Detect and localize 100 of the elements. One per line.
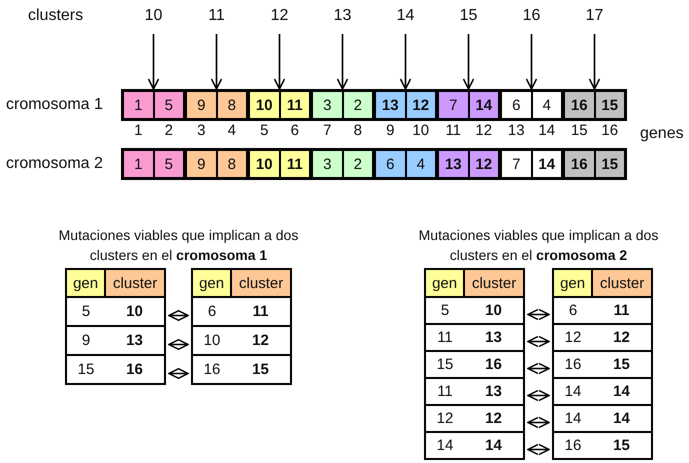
column-header: gen <box>67 270 106 296</box>
gene-cell: 4 <box>406 151 435 177</box>
cluster-value: 12 <box>251 331 270 351</box>
gene-value: 11 <box>436 382 454 402</box>
gene-cell: 3 <box>313 151 342 177</box>
cluster-value: 10 <box>484 301 503 321</box>
chromosome-label: cromosoma 2 <box>6 155 104 173</box>
gene-cell: 16 <box>565 151 594 177</box>
cluster-value: 12 <box>484 409 503 429</box>
gene-number: 3 <box>196 121 206 141</box>
gene-cell: 1 <box>124 151 152 177</box>
gene-value: 14 <box>436 436 454 456</box>
cluster-value: 12 <box>612 328 631 348</box>
table-row <box>424 406 525 433</box>
cluster-value: 11 <box>252 302 270 322</box>
double-arrow <box>168 368 189 380</box>
cluster-number: 14 <box>390 6 420 26</box>
gene-number: 9 <box>385 121 396 141</box>
gene-number: 15 <box>570 121 589 141</box>
gene-cell: 6 <box>502 92 530 118</box>
axis-title: genes <box>640 124 684 144</box>
cluster-value: 10 <box>125 302 144 322</box>
gene-cell: 14 <box>532 151 561 177</box>
double-arrow <box>527 416 550 428</box>
arrow <box>400 34 412 90</box>
gene-cell: 14 <box>470 92 498 118</box>
gene-cell: 13 <box>439 151 468 177</box>
gene-value: 14 <box>564 409 582 429</box>
cluster-number: 10 <box>138 6 168 26</box>
gene-cell: 7 <box>502 151 530 177</box>
table-caption: Mutaciones viables que implican a dos clusters en el cromosoma 1 <box>58 226 298 265</box>
table-row <box>424 433 525 460</box>
gene-value: 12 <box>436 409 454 429</box>
gene-number: 11 <box>444 121 462 141</box>
gene-cell: 12 <box>470 151 498 177</box>
arrow <box>588 34 600 90</box>
gene-cell: 10 <box>250 92 278 118</box>
gene-value: 16 <box>564 436 582 456</box>
arrow <box>210 34 222 90</box>
table-row <box>191 356 292 385</box>
gene-value: 10 <box>202 331 222 351</box>
cluster-value: 15 <box>612 436 631 456</box>
gene-cell: 12 <box>406 92 435 118</box>
table-row <box>552 298 653 325</box>
gene-cell: 11 <box>280 92 309 118</box>
cluster-value: 14 <box>484 436 503 456</box>
cluster-value: 13 <box>125 331 144 351</box>
double-arrow <box>527 390 550 402</box>
column-header: gen <box>554 270 594 296</box>
cluster-number: 13 <box>328 6 358 26</box>
arrow <box>148 34 160 90</box>
gene-cell: 2 <box>344 92 372 118</box>
table-row <box>552 325 653 352</box>
table-row <box>65 298 166 327</box>
gene-number: 14 <box>537 121 556 141</box>
double-arrow <box>527 362 550 374</box>
gene-value: 5 <box>80 302 92 322</box>
gene-cell: 16 <box>565 92 594 118</box>
cluster-number: 16 <box>516 6 546 26</box>
column-header: cluster <box>106 270 164 296</box>
gene-value: 5 <box>440 301 450 321</box>
gene-cell: 15 <box>596 92 624 118</box>
gene-cell: 5 <box>154 151 183 177</box>
cluster-number: 17 <box>580 6 610 26</box>
cluster-value: 14 <box>612 409 631 429</box>
chromosome-label: cromosoma 1 <box>6 96 104 114</box>
gene-number: 7 <box>322 121 332 141</box>
gene-cell: 7 <box>439 92 468 118</box>
arrow <box>336 34 348 90</box>
table-row <box>552 379 653 406</box>
double-arrow <box>168 310 189 322</box>
column-header: cluster <box>232 270 290 296</box>
cluster-number: 11 <box>202 6 232 26</box>
gene-value: 6 <box>206 302 218 322</box>
gene-cell: 9 <box>187 92 216 118</box>
table-row <box>552 352 653 379</box>
table-row <box>424 379 525 406</box>
gene-value: 16 <box>564 355 582 375</box>
gene-number: 4 <box>226 121 237 141</box>
gene-number: 1 <box>133 121 144 141</box>
gene-number: 5 <box>259 121 270 141</box>
gene-number: 2 <box>164 121 174 141</box>
gene-cell: 11 <box>280 151 309 177</box>
gene-cell: 3 <box>313 92 342 118</box>
gene-value: 15 <box>436 355 454 375</box>
gene-cell: 13 <box>376 92 404 118</box>
cluster-number: 12 <box>264 6 294 26</box>
cluster-value: 11 <box>612 301 630 321</box>
gene-value: 9 <box>80 331 92 351</box>
double-arrow <box>527 308 550 320</box>
table-row <box>424 352 525 379</box>
table-row <box>191 327 292 356</box>
gene-value: 12 <box>564 328 582 348</box>
table-row <box>65 327 166 356</box>
gene-value: 15 <box>76 360 96 380</box>
gene-cell: 10 <box>250 151 278 177</box>
gene-value: 11 <box>436 328 454 348</box>
gene-cell: 4 <box>532 92 561 118</box>
table-row <box>424 325 525 352</box>
table-row <box>424 298 525 325</box>
